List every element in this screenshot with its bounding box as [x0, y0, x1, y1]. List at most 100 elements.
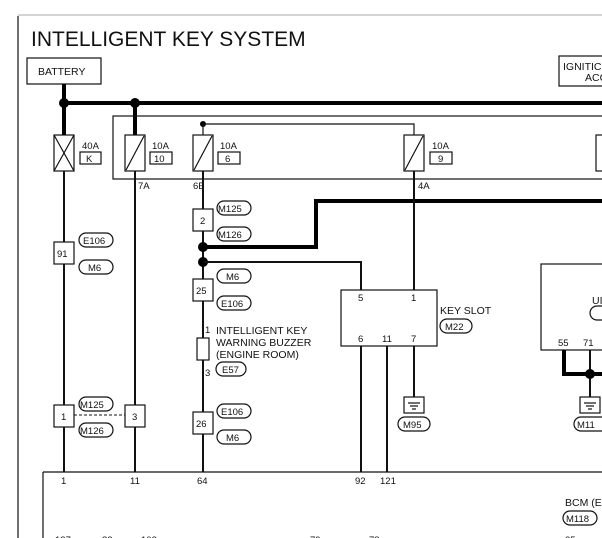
connector-m22-oval	[439, 318, 473, 334]
fuse-6-slash	[193, 135, 213, 171]
connector-m125-oval	[78, 396, 114, 412]
right-unit-pin-55: 55	[558, 338, 569, 349]
connector-m6-right-label: M6	[226, 272, 239, 283]
buzzer-symbol	[196, 337, 210, 361]
fuse-block-outline	[112, 115, 602, 180]
connector-e57-label: E57	[222, 365, 239, 376]
connector-m125-right-oval	[216, 200, 252, 216]
connector-e106-left-oval	[78, 232, 114, 248]
diagram-title: INTELLIGENT KEY SYSTEM	[31, 28, 306, 51]
key-slot-pin-7: 7	[411, 334, 416, 345]
right-unit-ground-wire	[562, 350, 602, 376]
fuse-9-id-box	[429, 151, 453, 165]
fuse-block-right-edge	[595, 134, 602, 172]
connector-e57-oval	[215, 361, 247, 377]
connector-m126-label: M126	[80, 426, 104, 437]
connector-m6-right-oval	[216, 268, 252, 284]
bcm-terminal-11: 11	[130, 476, 140, 487]
connector-m22-label: M22	[445, 322, 463, 333]
right-unit-connector-oval	[589, 305, 602, 321]
bcm-bottom-82: 82	[102, 535, 113, 538]
fuse-terminal-6b: 6B	[193, 181, 205, 192]
connector-25-box	[192, 278, 214, 302]
battery-label: BATTERY	[38, 66, 85, 78]
buzzer-label-2: WARNING BUZZER	[216, 337, 312, 349]
fuse-9-slash	[404, 135, 424, 171]
connector-m11-label: M11	[577, 420, 595, 431]
connector-e106-lower-label: E106	[221, 407, 243, 418]
connector-91-box	[53, 241, 75, 265]
bcm-bottom-25: 25	[565, 535, 576, 538]
wire-to-right-unit	[203, 199, 602, 249]
connector-m6-lower-oval	[216, 429, 252, 445]
buzzer-label-1: INTELLIGENT KEY	[216, 325, 307, 337]
fuse-40a-id: K	[86, 154, 93, 165]
fuse-40a-id-box	[79, 151, 102, 165]
connector-91-pin: 91	[57, 249, 68, 260]
connector-m11-oval	[573, 416, 602, 432]
connector-m6-left-label: M6	[88, 263, 101, 274]
connector-m118-oval	[562, 510, 598, 526]
bcm-terminal-64: 64	[197, 476, 208, 487]
right-unit-junction	[585, 369, 595, 379]
fuse-terminal-7a: 7A	[138, 181, 150, 192]
connector-26-box	[192, 411, 214, 435]
connector-26-pin: 26	[196, 419, 207, 430]
fuse-6-id: 6	[225, 154, 230, 165]
key-slot-pin-1: 1	[411, 293, 416, 304]
bcm-terminal-121: 121	[380, 476, 396, 487]
connector-e106-right-label: E106	[221, 299, 243, 310]
fuse-10-id: 10	[154, 154, 165, 165]
right-unit-box	[540, 263, 602, 351]
fuse-9-amp: 10A	[432, 141, 450, 152]
connector-m118-label: M118	[566, 514, 589, 525]
fuse-9-id: 9	[438, 154, 443, 165]
connector-m126-oval	[78, 422, 114, 438]
right-unit-label: UI	[592, 295, 602, 307]
connector-2-pin: 2	[200, 216, 205, 227]
connector-e106-lower-oval	[216, 403, 252, 419]
connector-2-box	[192, 208, 214, 232]
fuse-10-amp: 10A	[152, 141, 170, 152]
bcm-bottom-79: 79	[310, 535, 321, 538]
battery-box	[26, 57, 102, 85]
key-slot-pin-6: 6	[358, 334, 363, 345]
connector-m6-left-oval	[78, 259, 114, 275]
ground-m11-box	[579, 396, 601, 414]
buzzer-label-3: (ENGINE ROOM)	[216, 349, 299, 361]
fuse-6-id-box	[217, 151, 241, 165]
connector-m95-label: M95	[403, 420, 421, 431]
bcm-bottom-127: 127	[55, 535, 71, 538]
fuse-block-internal-bus	[202, 123, 415, 135]
buzzer-pin-top: 1	[205, 325, 210, 336]
fuse-10-id-box	[149, 151, 173, 165]
fuse-10-slash	[125, 135, 145, 171]
bcm-bottom-102: 102	[141, 535, 157, 538]
connector-1-pin: 1	[61, 412, 66, 423]
connector-3-pin: 3	[132, 412, 137, 423]
key-slot-label: KEY SLOT	[440, 305, 492, 317]
connector-m126-right-oval	[216, 226, 252, 242]
ignition-box	[558, 55, 602, 87]
ignition-label-2: ACC	[585, 72, 602, 84]
bcm-bottom-78: 78	[369, 535, 380, 538]
connector-m126-right-label: M126	[218, 230, 242, 241]
ignition-label-1: IGNITIC	[563, 61, 602, 73]
fuse-6-amp: 10A	[220, 141, 238, 152]
bcm-terminal-1: 1	[61, 476, 66, 487]
ground-m95-box	[403, 396, 425, 414]
buzzer-pin-bottom: 3	[205, 368, 210, 379]
key-slot-pin-5: 5	[358, 293, 363, 304]
right-unit-pin-71: 71	[583, 338, 594, 349]
bcm-terminal-92: 92	[355, 476, 366, 487]
connector-1-box	[53, 404, 75, 428]
connector-m125-label: M125	[80, 400, 104, 411]
fuse-40a-amp: 40A	[82, 141, 100, 152]
connector-3-box	[124, 404, 146, 428]
connector-m125-right-label: M125	[218, 204, 242, 215]
connector-25-pin: 25	[196, 286, 207, 297]
bcm-label: BCM (E	[565, 497, 602, 509]
connector-e106-left-label: E106	[83, 236, 105, 247]
connector-m6-lower-label: M6	[226, 433, 239, 444]
